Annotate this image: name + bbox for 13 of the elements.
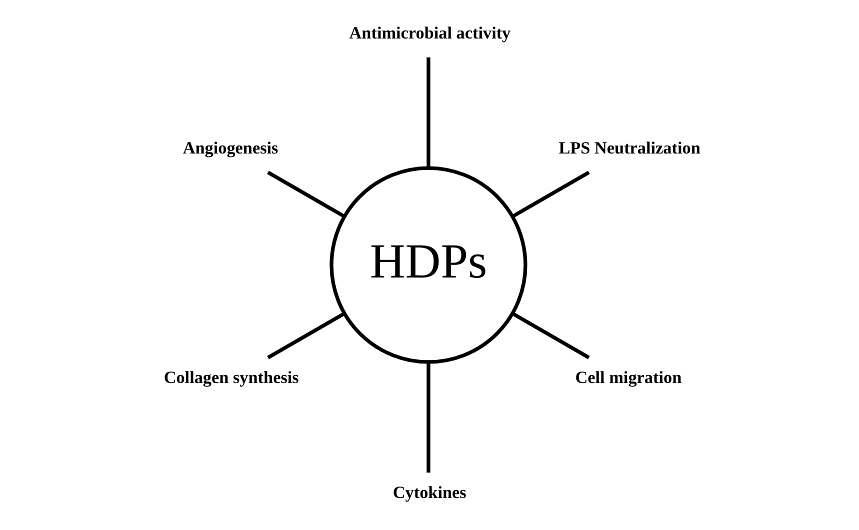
node-circle: HDPs [329, 166, 527, 364]
connector [266, 170, 344, 218]
node-text: LPS Neutralization [558, 138, 700, 158]
node-text: Cell migration [574, 368, 682, 388]
connector [266, 312, 344, 360]
node-text: Collagen synthesis [163, 368, 298, 388]
connector [426, 362, 430, 473]
node-text: Antimicrobial activity [348, 24, 510, 43]
connector [426, 57, 430, 168]
connector [511, 170, 590, 218]
node-text: Cytokines [392, 483, 466, 502]
node-text: Angiogenesis [182, 138, 278, 158]
connector [511, 312, 590, 360]
